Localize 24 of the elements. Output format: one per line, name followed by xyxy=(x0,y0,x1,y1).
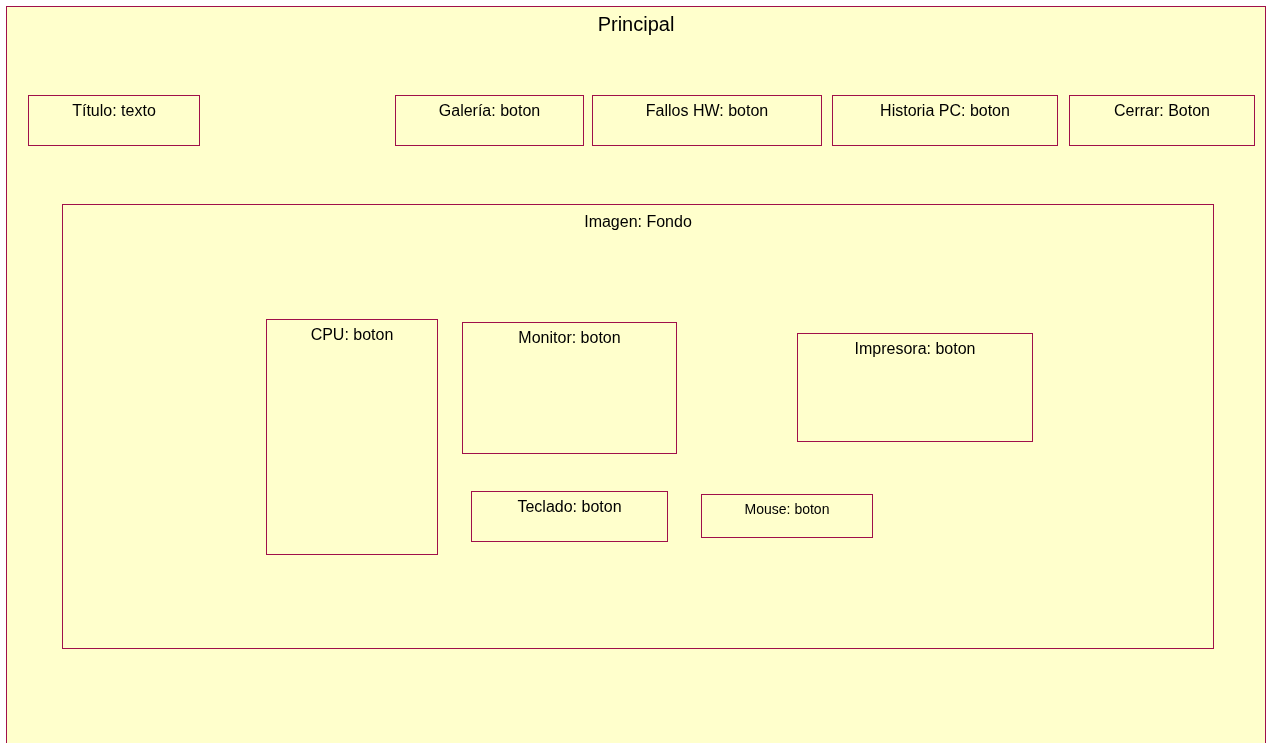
box-label: Monitor: boton xyxy=(518,329,621,347)
button-box xyxy=(462,322,677,454)
box-label: Imagen: Fondo xyxy=(584,213,692,231)
box-label: Cerrar: Boton xyxy=(1113,102,1210,120)
box-label: Galería: boton xyxy=(438,102,541,120)
button-box xyxy=(266,319,438,555)
box-label: Mouse: boton xyxy=(744,501,830,517)
box-label: CPU: boton xyxy=(310,326,394,344)
button-box xyxy=(701,494,873,538)
box-label: Teclado: boton xyxy=(517,498,622,516)
button-box xyxy=(832,95,1058,146)
button-box xyxy=(1069,95,1255,146)
button-box xyxy=(592,95,822,146)
label-box xyxy=(28,95,200,146)
box-label: Fallos HW: boton xyxy=(645,102,769,120)
box-label: Principal xyxy=(597,13,675,36)
box-label: Título: texto xyxy=(72,102,156,120)
box-label: Impresora: boton xyxy=(854,340,976,358)
button-box xyxy=(471,491,668,542)
button-box xyxy=(395,95,584,146)
image-panel xyxy=(62,204,1214,649)
button-box xyxy=(797,333,1033,442)
box-label: Historia PC: boton xyxy=(880,102,1010,120)
window-frame xyxy=(6,6,1266,743)
